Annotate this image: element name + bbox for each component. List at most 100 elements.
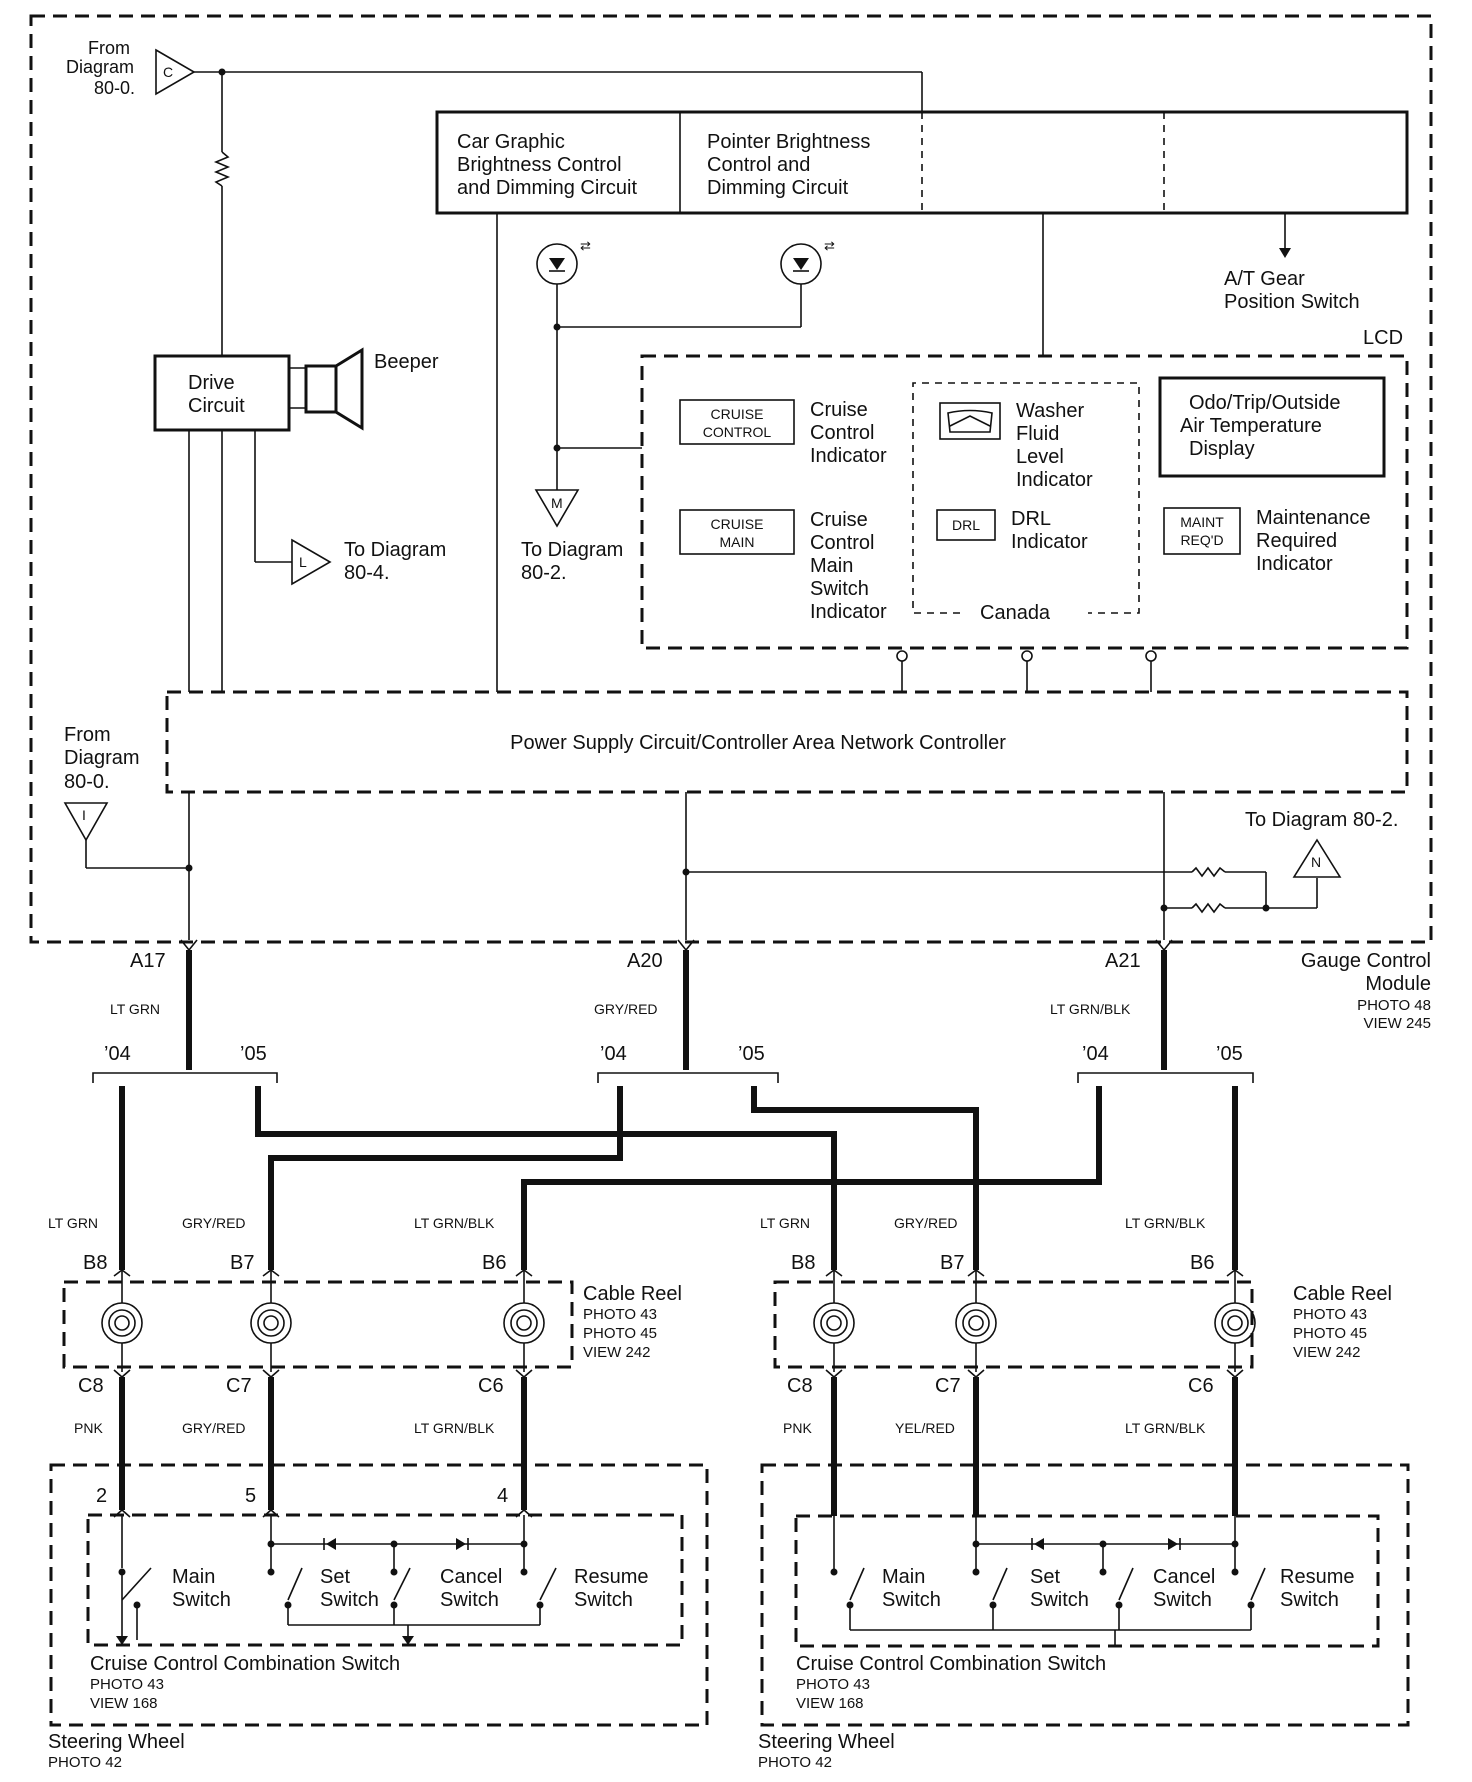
cable-reel-right-title: Cable Reel [1293, 1283, 1392, 1305]
year-split-a20: ’04 ’05 [597, 1043, 779, 1083]
combination-switch-left-title: Cruise Control Combination Switch [90, 1653, 400, 1675]
pin-c7-left: C7 [226, 1375, 252, 1397]
connector-l-letter: L [299, 554, 307, 570]
cruise-main-badge [679, 509, 795, 555]
washer-fluid-icon [939, 402, 1001, 440]
wire-lt-grn-blk-c6-right: LT GRN/BLK [1125, 1420, 1206, 1436]
steering-wheel-left-outline [49, 1463, 709, 1727]
wire-lt-grn-a17: LT GRN [110, 1001, 160, 1017]
steering-wheel-right-photo: PHOTO 42 [758, 1754, 832, 1771]
svg-text:⇄: ⇄ [580, 238, 591, 253]
pin-b7-left: B7 [230, 1252, 254, 1274]
cable-reel-right-outline [773, 1280, 1254, 1369]
connector-c-icon [155, 48, 196, 96]
wire-lt-grn-blk-b6-right: LT GRN/BLK [1125, 1215, 1206, 1231]
pin-a21: A21 [1105, 950, 1141, 972]
lcd-outline [640, 354, 1409, 650]
maint-badge [1163, 507, 1241, 555]
year-split-a17: ’04 ’05 [92, 1043, 278, 1083]
power-supply-outline [165, 690, 1409, 794]
pin-b6-left: B6 [482, 1252, 506, 1274]
steering-wheel-right-outline [760, 1463, 1410, 1727]
power-supply-label: Power Supply Circuit/Controller Area Net… [510, 732, 1006, 754]
pin-b6-right: B6 [1190, 1252, 1214, 1274]
connector-i-icon [63, 802, 109, 842]
steering-wheel-left-title: Steering Wheel [48, 1731, 185, 1753]
cable-reel-left-outline [62, 1280, 574, 1369]
steering-wheel-left-photo: PHOTO 42 [48, 1754, 122, 1771]
connector-n-icon [1292, 838, 1342, 878]
connector-m-icon [534, 489, 580, 528]
diode-icon [456, 1538, 466, 1550]
combination-switch-right-title: Cruise Control Combination Switch [796, 1653, 1106, 1675]
pin-c7-right: C7 [935, 1375, 961, 1397]
arrow-down-icon [1279, 248, 1291, 258]
combination-switch-right-outline [794, 1514, 1380, 1648]
lcd-label: LCD [1363, 327, 1403, 349]
cable-reel-coil-icon [101, 1269, 1256, 1379]
wire-gry-red-a20: GRY/RED [594, 1001, 658, 1017]
svg-text:’04: ’04 [104, 1043, 131, 1065]
year-split-a21: ’04 ’05 [1077, 1043, 1254, 1083]
connector-i-letter: I [82, 807, 86, 823]
resistor-icon-3 [1191, 902, 1226, 914]
connector-l-icon [291, 538, 332, 586]
pin-c6-right: C6 [1188, 1375, 1214, 1397]
wire-lt-grn-blk-c6-left: LT GRN/BLK [414, 1420, 495, 1436]
drl-badge [936, 509, 996, 541]
svg-text:’05: ’05 [1216, 1043, 1243, 1065]
connector-m-letter: M [551, 495, 563, 511]
pin-c6-left: C6 [478, 1375, 504, 1397]
wire-pnk-left: PNK [74, 1420, 103, 1436]
wire-gry-red-c7-left: GRY/RED [182, 1420, 246, 1436]
svg-text:⇄: ⇄ [824, 238, 835, 253]
gauge-control-module-outline [29, 14, 1433, 944]
wire-lt-grn-blk-b6-left: LT GRN/BLK [414, 1215, 495, 1231]
wire-pnk-right: PNK [783, 1420, 812, 1436]
beeper-label: Beeper [374, 351, 439, 373]
odo-display-box [1158, 376, 1386, 478]
pin-2-left: 2 [96, 1485, 107, 1507]
diode-icon [1168, 1538, 1178, 1550]
pin-b8-right: B8 [791, 1252, 815, 1274]
wire-lt-grn-b8-left: LT GRN [48, 1215, 98, 1231]
cruise-control-badge [679, 399, 795, 445]
pin-a17: A17 [130, 950, 166, 972]
pin-b8-left: B8 [83, 1252, 107, 1274]
wire-gry-red-b7-right: GRY/RED [894, 1215, 958, 1231]
cable-reel-left-title: Cable Reel [583, 1283, 682, 1305]
pin-a20: A20 [627, 950, 663, 972]
canada-outline [912, 382, 1140, 614]
wire-lt-grn-blk-a21: LT GRN/BLK [1050, 1001, 1131, 1017]
wire-yel-red-c7-right: YEL/RED [895, 1420, 955, 1436]
connector-n-letter: N [1311, 854, 1321, 870]
pin-c8-right: C8 [787, 1375, 813, 1397]
svg-text:’04: ’04 [1082, 1043, 1109, 1065]
